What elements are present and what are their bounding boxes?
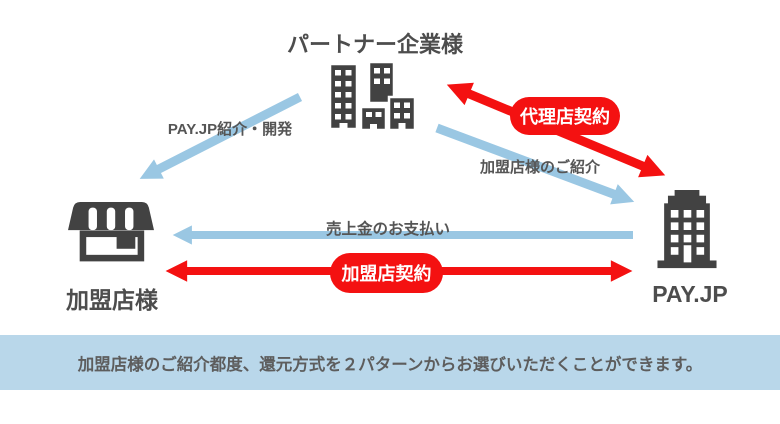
merchant-contract-pill: 加盟店契約 — [330, 253, 443, 293]
storefront-icon — [68, 202, 154, 262]
arrow-label-intro-dev: PAY.JP紹介・開発 — [167, 121, 293, 138]
info-banner-text: 加盟店様のご紹介都度、還元方式を２パターンからお選びいただくことができます。 — [77, 355, 703, 374]
partner-node-title: パートナー企業様 — [286, 32, 463, 57]
payjp-node-title: PAY.JP — [652, 281, 728, 307]
merchant-node-title: 加盟店様 — [66, 287, 158, 313]
office-building-icon — [657, 190, 717, 269]
info-banner: 加盟店様のご紹介都度、還元方式を２パターンからお選びいただくことができます。 — [0, 335, 780, 390]
arrow-label-merchant-referral: 加盟店様のご紹介 — [479, 159, 600, 176]
office-buildings-icon — [328, 61, 416, 131]
arrow-merchant-referral — [435, 123, 635, 205]
arrow-label-sales-payment: 売上金のお支払い — [325, 221, 450, 238]
arrow-intro-dev — [139, 92, 303, 179]
agency-contract-pill: 代理店契約 — [510, 97, 620, 135]
